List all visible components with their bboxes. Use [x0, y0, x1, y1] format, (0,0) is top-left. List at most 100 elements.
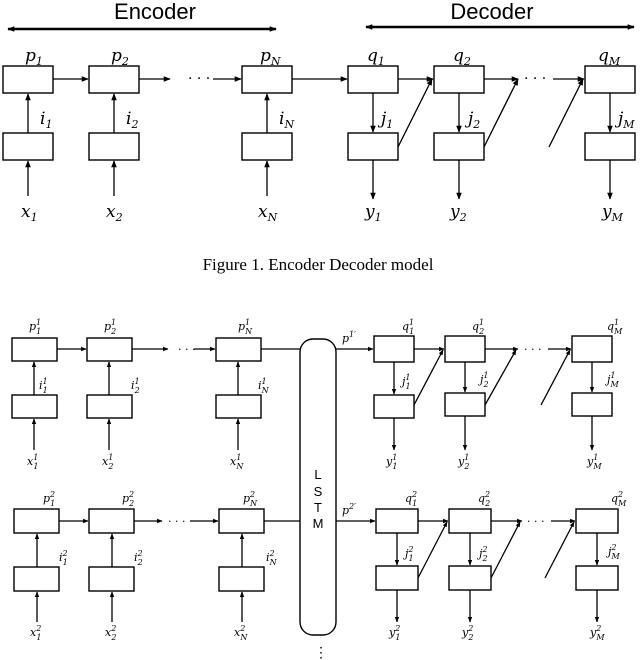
r1-enc-bottom-box-3 — [215, 394, 262, 419]
enc-bottom-box-2 — [88, 132, 140, 161]
dec-bottom-box-2 — [433, 132, 485, 161]
r2-dec-top-box-2 — [448, 508, 492, 534]
decoder-label: Decoder — [450, 0, 533, 24]
r1-dec-bottom-box-2 — [444, 392, 486, 417]
vertical-ellipsis: ⋮ — [314, 645, 328, 660]
encoder-label: Encoder — [114, 0, 196, 24]
dec-feedback-arrow-1 — [397, 78, 433, 148]
r2-dec-top-box-1 — [375, 508, 419, 534]
dec-q-label-2: q2 — [453, 46, 471, 68]
enc-i-label-2: i2 — [126, 109, 138, 131]
r1-pprime-label: p1′ — [342, 330, 356, 345]
dec-feedback-arrow-2 — [483, 78, 519, 148]
figure-1-caption: Figure 1. Encoder Decoder model — [203, 255, 434, 274]
dec-top-box-3 — [584, 65, 636, 94]
r1-enc-top-box-1 — [11, 337, 58, 362]
r2-enc-top-box-1 — [13, 508, 60, 534]
enc-top-box-2 — [88, 65, 140, 94]
r1-enc-ellipsis: · · · — [178, 343, 195, 356]
r2-enc-bottom-box-1 — [13, 566, 60, 592]
r1-enc-top-box-2 — [86, 337, 133, 362]
enc-ellipsis: · · · — [188, 71, 210, 87]
dec-top-box-2 — [433, 65, 485, 94]
r1-dec-top-box-2 — [444, 335, 486, 363]
lstm-letter-t: T — [314, 500, 322, 515]
r1-enc-top-box-3 — [215, 337, 262, 362]
r1-enc-bottom-box-1 — [11, 394, 58, 419]
r2-enc-bottom-box-3 — [218, 566, 265, 592]
dec-ellipsis: · · · — [524, 71, 546, 87]
r2-pprime-label: p2′ — [342, 502, 356, 517]
r2-enc-top-box-2 — [88, 508, 135, 534]
lstm-letter-s: S — [314, 484, 323, 499]
enc-p-label-2: p2 — [111, 46, 129, 68]
enc-i-label-3: iN — [279, 109, 294, 131]
r1-dec-feedback-1 — [413, 349, 444, 406]
enc-p-label-1: p1 — [25, 46, 43, 68]
figure-1: Encoder Decoder · · · p1 p2 pN i1 i2 iN … — [2, 0, 636, 274]
dec-j-label-2: j2 — [464, 109, 480, 131]
lstm-letter-l: L — [314, 467, 321, 482]
dec-top-box-1 — [347, 65, 399, 94]
r2-dec-bottom-box-1 — [375, 565, 419, 591]
r2-dec-top-box-3 — [575, 508, 619, 534]
dec-y-label-3: yM — [601, 202, 624, 224]
dec-q-label-1: q1 — [367, 46, 385, 68]
enc-x-label-3: xN — [258, 202, 278, 224]
r2-dec-bottom-box-2 — [448, 565, 492, 591]
lstm-letter-m: M — [313, 516, 324, 531]
lstm-block — [299, 338, 337, 636]
enc-x-label-1: x1 — [21, 202, 38, 224]
enc-top-box-3 — [241, 65, 293, 94]
dec-bottom-box-1 — [347, 132, 399, 161]
r1-dec-feedback-2 — [484, 349, 517, 406]
enc-x-label-2: x2 — [106, 202, 123, 224]
r2-dec-feedback-3 — [544, 521, 575, 579]
r2-enc-top-box-3 — [218, 508, 265, 534]
r1-dec-bottom-box-1 — [373, 394, 415, 419]
r2-dec-bottom-box-3 — [575, 565, 619, 591]
dec-feedback-arrow-3 — [548, 78, 584, 148]
r1-dec-top-box-1 — [373, 335, 415, 363]
r2-dec-feedback-2 — [490, 521, 521, 579]
enc-bottom-box-3 — [241, 132, 293, 161]
enc-p-label-3: pN — [260, 46, 281, 68]
enc-i-label-1: i1 — [40, 109, 52, 131]
r1-dec-top-box-3 — [571, 335, 613, 363]
